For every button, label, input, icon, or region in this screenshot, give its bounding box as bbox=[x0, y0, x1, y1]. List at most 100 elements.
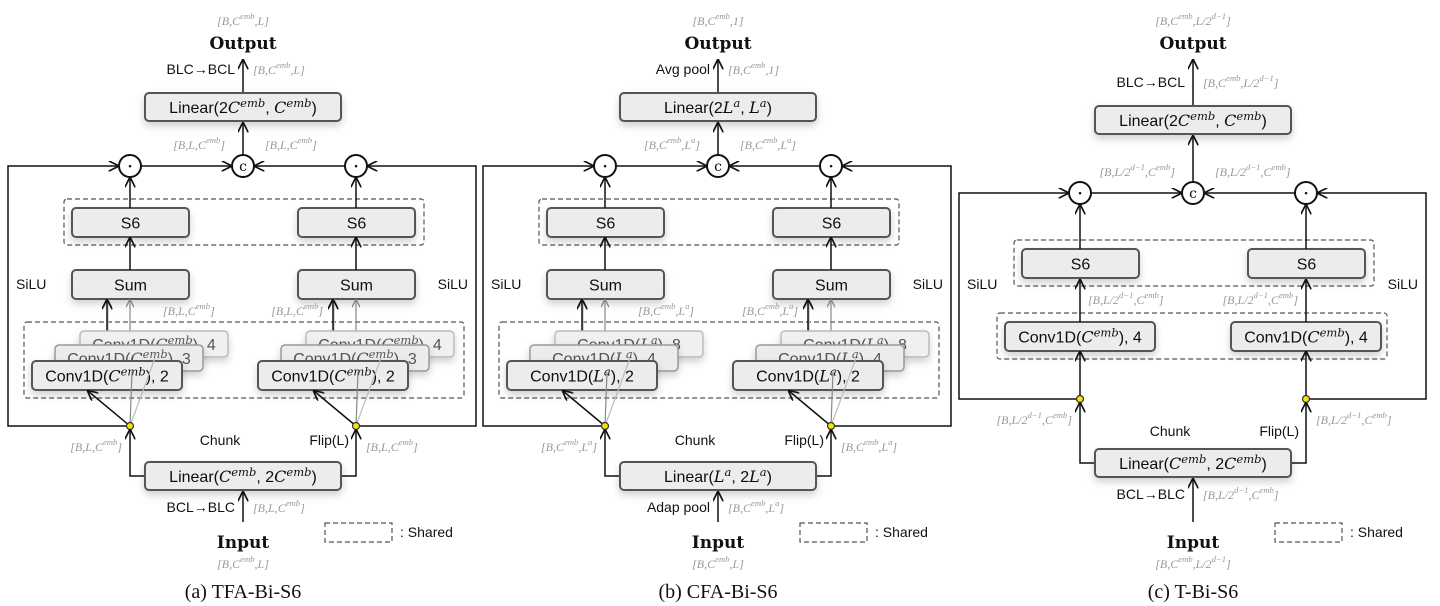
concat-shape-right: [B,L/2d−1,Cemb] bbox=[1215, 162, 1291, 179]
multiply-op-left: · bbox=[593, 154, 617, 178]
top-linear-box-label: Linear(2Cemb, Cemb) bbox=[169, 96, 317, 117]
output-label: Output bbox=[684, 34, 751, 54]
bottom-transform-label: Adap pool bbox=[647, 499, 710, 515]
silu-gate-left bbox=[482, 166, 605, 427]
dot-to-conv1-right bbox=[789, 391, 832, 427]
panel-caption: (a) TFA-Bi-S6 bbox=[185, 581, 301, 603]
silu-label-left: SiLU bbox=[491, 276, 521, 292]
conv-box-right-label: Conv1D(Cemb), 4 bbox=[1244, 326, 1368, 347]
legend-shared-swatch bbox=[324, 522, 393, 543]
flip-label: Flip(L) bbox=[309, 432, 349, 448]
conv-box-1-left: Conv1D(La), 2 bbox=[506, 360, 658, 391]
legend-shared-label: : Shared bbox=[400, 524, 453, 540]
dot-to-conv1-left bbox=[563, 391, 606, 427]
s6-box-left-label: S6 bbox=[1071, 257, 1091, 274]
multiply-op-right: · bbox=[1294, 181, 1318, 205]
sum-box-left-label: Sum bbox=[589, 278, 622, 295]
bottom-linear-box-label: Linear(La, 2La) bbox=[664, 465, 772, 486]
silu-label-right: SiLU bbox=[913, 276, 943, 292]
dot-to-conv3-right bbox=[830, 357, 857, 427]
bottom-shape: [B,Cemb,La] bbox=[728, 498, 784, 515]
multiply-op-right: · bbox=[344, 154, 368, 178]
shared-conv-region bbox=[996, 312, 1388, 360]
sum-box-right: Sum bbox=[297, 269, 416, 300]
branch-shape-left: [B,L,Cemb] bbox=[70, 437, 122, 454]
conv-box-1-right-frame bbox=[732, 360, 884, 391]
silu-label-right: SiLU bbox=[1388, 276, 1418, 292]
s6-box-left: S6 bbox=[71, 207, 190, 238]
legend-shared-label: : Shared bbox=[1350, 524, 1403, 540]
linear-to-left-branch bbox=[130, 430, 145, 477]
dot-to-conv2-left bbox=[129, 371, 133, 427]
shared-conv-region bbox=[23, 321, 465, 399]
branch-shape-left: [B,L/2d−1,Cemb] bbox=[996, 410, 1072, 427]
bottom-linear-box-frame bbox=[619, 461, 817, 491]
split-junction-left bbox=[600, 421, 610, 431]
split-junction-right bbox=[351, 421, 361, 431]
conv-shape-left: [B,Cemb,La] bbox=[638, 301, 694, 318]
top-shape: [B,Cemb,L] bbox=[253, 60, 305, 77]
dot-to-conv1-right bbox=[314, 391, 357, 427]
flip-label: Flip(L) bbox=[1259, 423, 1299, 439]
conv-shape-right: [B,Cemb,La] bbox=[742, 301, 798, 318]
conv-shape-left: [B,L,Cemb] bbox=[163, 301, 215, 318]
s6-box-left: S6 bbox=[1021, 248, 1140, 279]
dot-to-conv2-left bbox=[604, 371, 608, 427]
multiply-op-left-symbol: · bbox=[128, 159, 133, 175]
concat-op-symbol: c bbox=[1189, 186, 1197, 202]
s6-box-right-label: S6 bbox=[822, 216, 842, 233]
conv-box-left: Conv1D(Cemb), 4 bbox=[1004, 321, 1156, 352]
conv-box-1-right-frame bbox=[257, 360, 409, 391]
linear-to-right-branch bbox=[816, 430, 831, 477]
top-transform-label: Avg pool bbox=[656, 61, 710, 77]
linear-to-right-branch bbox=[1291, 403, 1306, 464]
linear-to-left-branch bbox=[605, 430, 620, 477]
silu-gate-left bbox=[958, 193, 1080, 400]
branch-shape-right: [B,L/2d−1,Cemb] bbox=[1316, 410, 1392, 427]
conv-box-1-right-label: Conv1D(La), 2 bbox=[756, 365, 860, 386]
multiply-op-left: · bbox=[118, 154, 142, 178]
dot-to-conv2-right bbox=[355, 371, 359, 427]
top-linear-box: Linear(2Cemb, Cemb) bbox=[1094, 105, 1292, 135]
bottom-linear-box-label: Linear(Cemb, 2Cemb) bbox=[169, 465, 317, 486]
s6-box-left-label: S6 bbox=[596, 216, 616, 233]
output-shape: [B,Cemb,1] bbox=[692, 11, 743, 28]
legend-shared-swatch bbox=[1274, 522, 1343, 543]
conv-box-1-left-label: Conv1D(La), 2 bbox=[530, 365, 634, 386]
silu-label-right: SiLU bbox=[438, 276, 468, 292]
conv-box-1-right-label: Conv1D(Cemb), 2 bbox=[271, 365, 395, 386]
dot-to-conv3-left bbox=[129, 357, 156, 427]
dot-to-conv3-left bbox=[604, 357, 631, 427]
conv-box-1-right: Conv1D(La), 2 bbox=[732, 360, 884, 391]
conv-box-right: Conv1D(Cemb), 4 bbox=[1230, 321, 1382, 352]
input-label: Input bbox=[692, 533, 745, 553]
chunk-label: Chunk bbox=[200, 432, 241, 448]
top-linear-box-frame bbox=[1094, 105, 1292, 135]
top-transform-label: BLC→BCL bbox=[1117, 74, 1186, 90]
legend-shared-swatch bbox=[799, 522, 868, 543]
multiply-op-right-symbol: · bbox=[829, 159, 834, 175]
top-shape: [B,Cemb,L/2d−1] bbox=[1203, 73, 1279, 90]
multiply-op-left: · bbox=[1068, 181, 1092, 205]
output-shape: [B,Cemb,L/2d−1] bbox=[1155, 11, 1231, 28]
conv-box-1-left-frame bbox=[31, 360, 183, 391]
s6-box-right-label: S6 bbox=[347, 216, 367, 233]
input-label: Input bbox=[217, 533, 270, 553]
sum-box-right: Sum bbox=[772, 269, 891, 300]
multiply-op-left-symbol: · bbox=[1078, 186, 1083, 202]
sum-box-left: Sum bbox=[546, 269, 665, 300]
linear-to-right-branch bbox=[341, 430, 356, 477]
top-linear-box-label: Linear(2La, La) bbox=[664, 96, 772, 117]
concat-op: c bbox=[706, 154, 730, 178]
conv-box-left-label: Conv1D(Cemb), 4 bbox=[1018, 326, 1142, 347]
multiply-op-right: · bbox=[819, 154, 843, 178]
output-label: Output bbox=[209, 34, 276, 54]
split-junction-left bbox=[1075, 394, 1085, 404]
output-shape: [B,Cemb,L] bbox=[217, 11, 269, 28]
s6-box-left: S6 bbox=[546, 207, 665, 238]
bottom-shape: [B,L/2d−1,Cemb] bbox=[1203, 485, 1279, 502]
multiply-op-right-symbol: · bbox=[354, 159, 359, 175]
panel-caption: (c) T-Bi-S6 bbox=[1148, 581, 1239, 603]
conv-shape-right: [B,L,Cemb] bbox=[271, 301, 323, 318]
